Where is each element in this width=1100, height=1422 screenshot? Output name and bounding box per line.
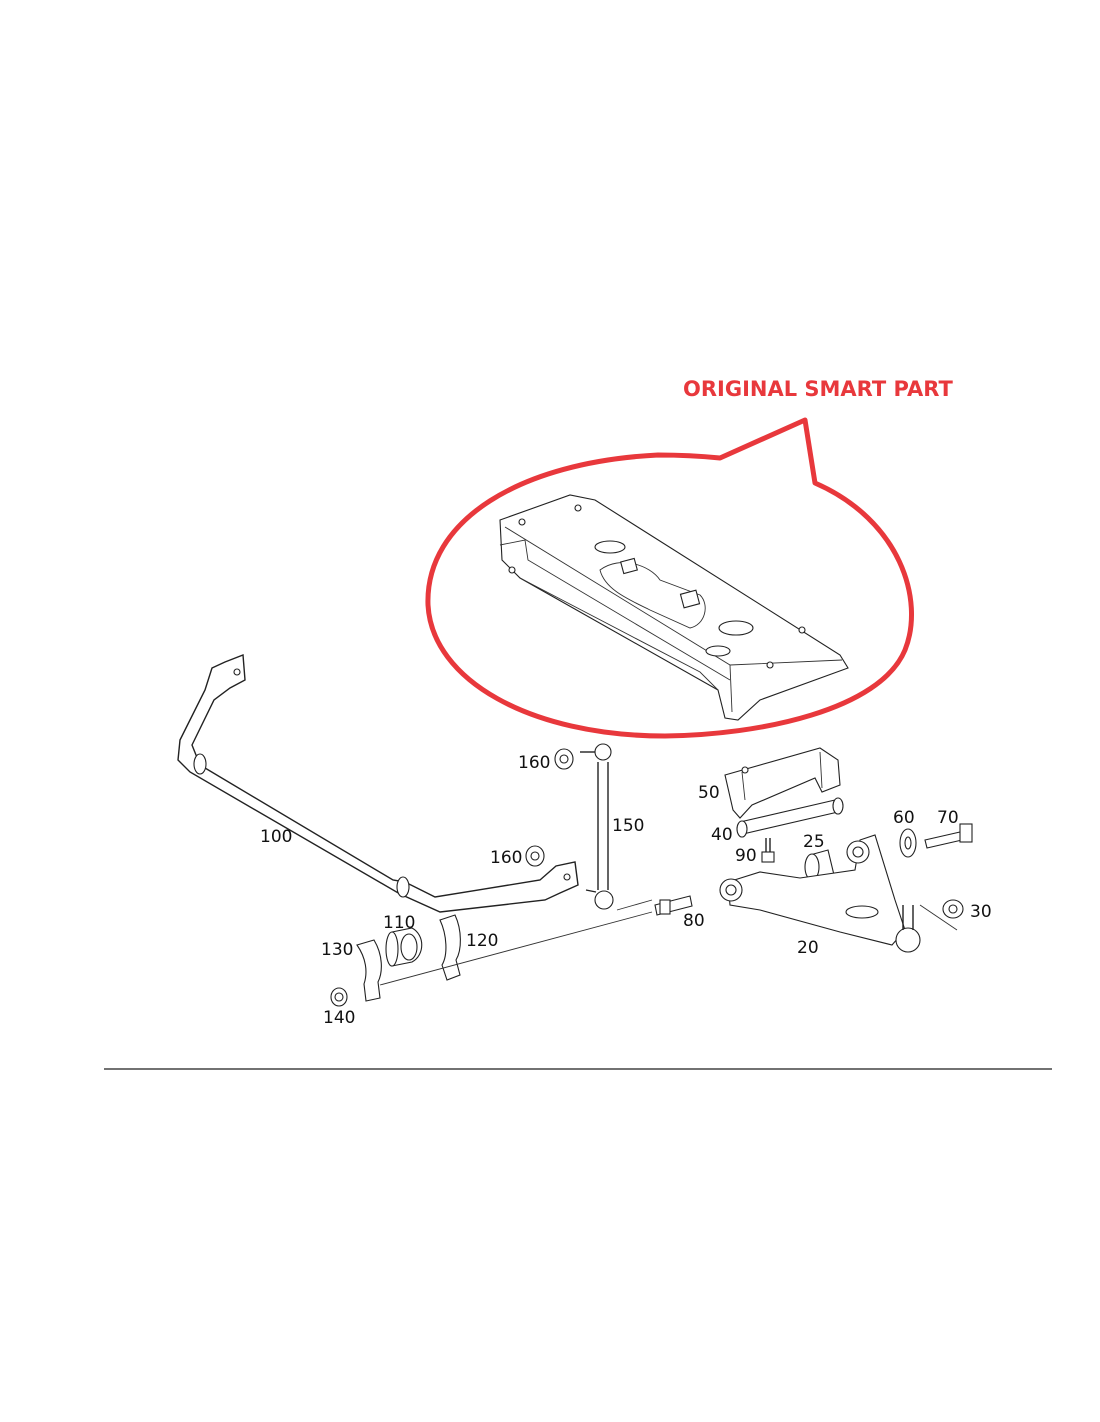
crossmember-part xyxy=(499,494,849,721)
bushing-110-part xyxy=(385,927,423,967)
part-number-label: 60 xyxy=(893,808,915,828)
stabilizer-bar-part xyxy=(177,654,579,913)
part-number-label: 110 xyxy=(383,913,415,933)
part-number-label: 140 xyxy=(323,1008,355,1028)
washer-60-part xyxy=(899,828,917,858)
part-number-label: 50 xyxy=(698,783,720,803)
part-number-label: 30 xyxy=(970,902,992,922)
part-number-label: 70 xyxy=(937,808,959,828)
bolt-70-part xyxy=(924,823,973,849)
part-number-label: 100 xyxy=(260,827,292,847)
control-arm-part xyxy=(719,834,921,953)
bolt-40-part xyxy=(736,797,844,838)
assembly-line xyxy=(616,899,653,911)
nut-30-part xyxy=(919,899,964,931)
clamp-120-part xyxy=(439,914,461,981)
nut-160-lower xyxy=(525,845,545,867)
part-number-label: 80 xyxy=(683,911,705,931)
bolt-80-part xyxy=(654,895,693,916)
part-number-label: 150 xyxy=(612,816,644,836)
bracket-part xyxy=(724,747,841,819)
nut-160-upper xyxy=(554,748,574,770)
part-number-label: 90 xyxy=(735,846,757,866)
clamp-130-part xyxy=(356,939,382,1002)
nut-140-part xyxy=(330,987,348,1007)
part-number-label: 20 xyxy=(797,938,819,958)
part-number-label: 130 xyxy=(321,940,353,960)
stabilizer-link-part xyxy=(580,743,614,910)
assembly-line xyxy=(379,911,653,986)
highlight-callout-bubble xyxy=(425,417,914,739)
part-number-label: 120 xyxy=(466,931,498,951)
part-number-label: 25 xyxy=(803,832,825,852)
part-number-label: 160 xyxy=(490,848,522,868)
part-number-label: 40 xyxy=(711,825,733,845)
highlight-label: ORIGINAL SMART PART xyxy=(683,377,953,401)
part-number-label: 160 xyxy=(518,753,550,773)
bolt-90-part xyxy=(761,838,775,863)
bushing-25-part xyxy=(804,849,835,881)
